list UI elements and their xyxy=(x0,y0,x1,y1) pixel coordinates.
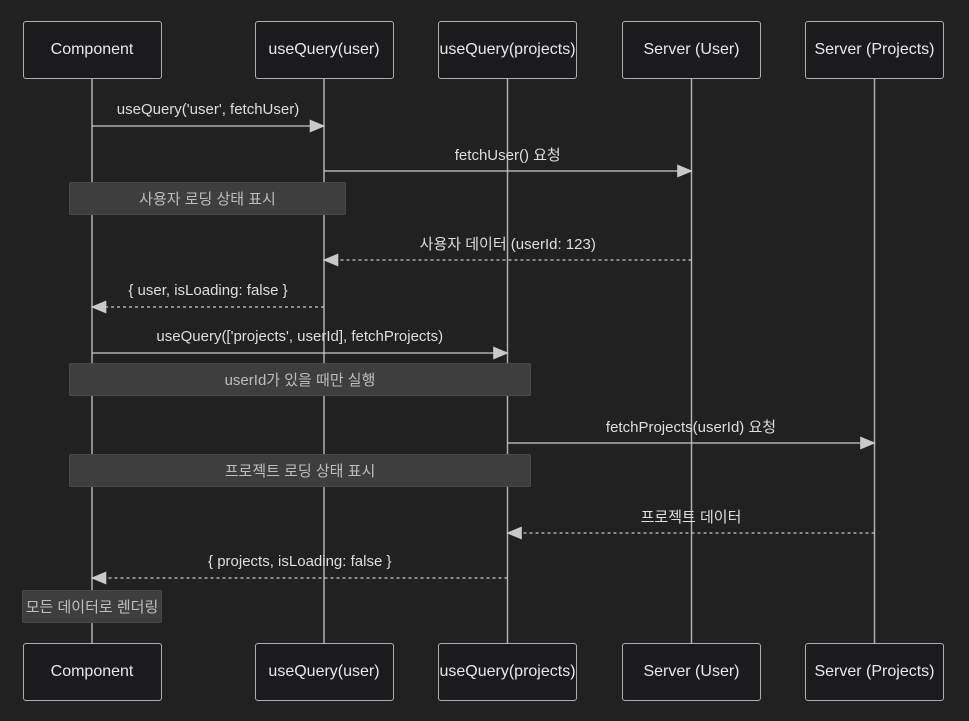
actor-label: Server (User) xyxy=(643,41,740,58)
actor-top-usequery-projects: useQuery(projects) xyxy=(438,21,577,79)
actor-bottom-component: Component xyxy=(22,643,162,701)
actor-top-usequery-user: useQuery(user) xyxy=(254,21,394,79)
message-label-4: { user, isLoading: false } xyxy=(128,281,288,299)
actor-top-server-user: Server (User) xyxy=(622,21,761,79)
actor-label: Component xyxy=(50,663,134,680)
message-label-8: { projects, isLoading: false } xyxy=(208,552,392,570)
note-1: 사용자 로딩 상태 표시 xyxy=(69,182,346,215)
actor-top-component: Component xyxy=(22,21,162,79)
message-label-1: useQuery('user', fetchUser) xyxy=(116,100,300,118)
actor-top-server-projects: Server (Projects) xyxy=(805,21,944,79)
actor-label: useQuery(projects) xyxy=(439,663,576,680)
note-3: 프로젝트 로딩 상태 표시 xyxy=(69,454,531,487)
actor-bottom-usequery-user: useQuery(user) xyxy=(254,643,394,701)
actor-label: Server (Projects) xyxy=(814,41,935,58)
actor-label: Server (User) xyxy=(643,663,740,680)
actor-label: useQuery(user) xyxy=(268,41,380,58)
message-label-5: useQuery(['projects', userId], fetchProj… xyxy=(156,327,444,345)
note-2: userId가 있을 때만 실행 xyxy=(69,363,531,396)
actor-bottom-server-user: Server (User) xyxy=(622,643,761,701)
actor-label: Server (Projects) xyxy=(814,663,935,680)
message-label-3: 사용자 데이터 (userId: 123) xyxy=(419,235,596,253)
actor-label: useQuery(projects) xyxy=(439,41,576,58)
note-4: 모든 데이터로 렌더링 xyxy=(22,590,162,623)
message-label-6: fetchProjects(userId) 요청 xyxy=(605,418,777,436)
message-label-2: fetchUser() 요청 xyxy=(454,146,561,164)
actor-bottom-usequery-projects: useQuery(projects) xyxy=(438,643,577,701)
actor-label: useQuery(user) xyxy=(268,663,380,680)
actor-label: Component xyxy=(50,41,134,58)
message-label-7: 프로젝트 데이터 xyxy=(640,508,742,526)
actor-bottom-server-projects: Server (Projects) xyxy=(805,643,944,701)
